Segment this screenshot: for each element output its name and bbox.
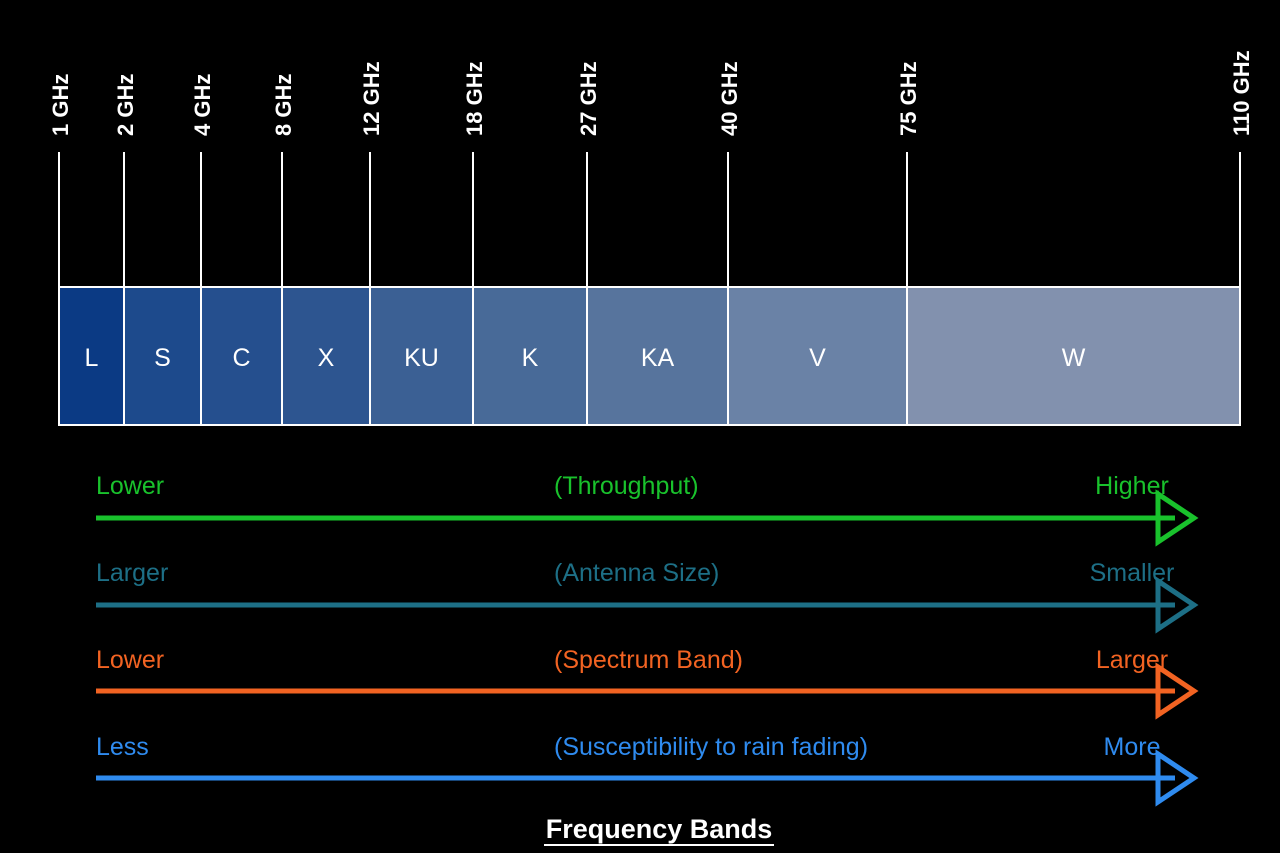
scale-center-label: (Susceptibility to rain fading) — [554, 733, 868, 761]
band-label: KU — [404, 344, 439, 372]
scale-center-label: (Spectrum Band) — [554, 646, 743, 674]
band-box-s — [123, 286, 202, 426]
band-box-c — [200, 286, 283, 426]
band-box-ku — [369, 286, 474, 426]
scale-left-label: Lower — [96, 472, 164, 500]
tick-label: 8 GHz — [271, 74, 296, 136]
tick-label: 12 GHz — [359, 61, 384, 136]
band-box-ka — [586, 286, 729, 426]
band-box-w — [906, 286, 1241, 426]
band-box-v — [727, 286, 908, 426]
band-label: L — [85, 344, 99, 372]
band-label: S — [154, 344, 171, 372]
tick-label: 2 GHz — [113, 74, 138, 136]
arrowhead-icon — [1155, 662, 1199, 720]
band-label: K — [522, 344, 539, 372]
tick-label: 75 GHz — [896, 61, 921, 136]
scale-center-label: (Throughput) — [554, 472, 699, 500]
scale-left-label: Lower — [96, 646, 164, 674]
tick-label: 27 GHz — [576, 61, 601, 136]
band-label: W — [1062, 344, 1086, 372]
band-box-k — [472, 286, 588, 426]
tick-label: 4 GHz — [190, 74, 215, 136]
arrowhead-icon — [1155, 576, 1199, 634]
band-label: KA — [641, 344, 675, 372]
scale-center-label: (Antenna Size) — [554, 559, 719, 587]
scale-left-label: Larger — [96, 559, 168, 587]
tick-label: 110 GHz — [1229, 50, 1254, 136]
band-box-x — [281, 286, 371, 426]
tick-label: 40 GHz — [717, 61, 742, 136]
diagram-title: Frequency Bands — [546, 814, 773, 844]
band-label: C — [232, 344, 250, 372]
arrowhead-icon — [1155, 749, 1199, 807]
tick-label: 18 GHz — [462, 61, 487, 136]
band-label: X — [318, 344, 335, 372]
scale-right-label: More — [1104, 733, 1161, 761]
tick-label: 1 GHz — [48, 74, 73, 136]
band-bar: L S C X KU K KA V W — [58, 286, 1241, 426]
arrowhead-icon — [1155, 489, 1199, 547]
frequency-ticks: 1 GHz 2 GHz 4 GHz 8 GHz 12 GHz 18 GHz 27 GHz 40… — [48, 50, 1254, 287]
scale-left-label: Less — [96, 733, 149, 761]
band-label: V — [809, 344, 826, 372]
